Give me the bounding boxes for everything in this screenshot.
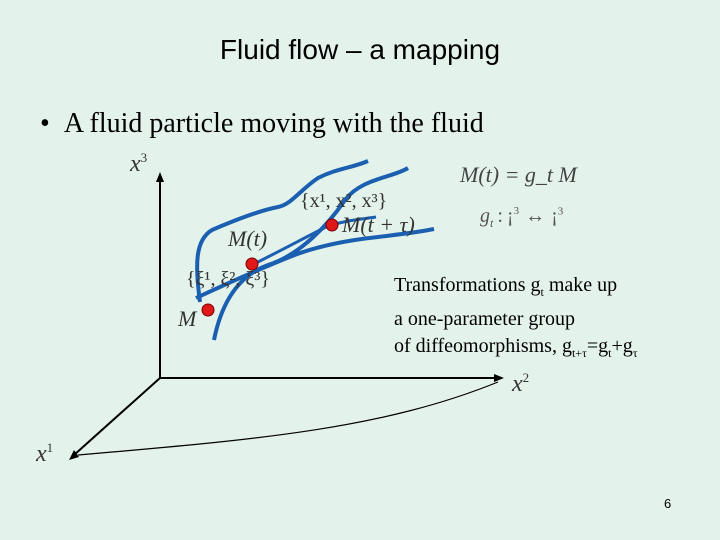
page-number: 6 [664, 496, 672, 511]
transformations-note: Transformations gt make up a one-paramet… [394, 272, 638, 367]
particle-Mttau [325, 218, 339, 232]
x3-arrowhead [156, 172, 164, 182]
x2-axis-label: x2 [512, 370, 530, 397]
note-line-2: a one-parameter group [394, 308, 576, 330]
bullet-text: A fluid particle moving with the fluid [63, 108, 484, 139]
particle-M [201, 303, 215, 317]
floor-curve [77, 381, 499, 456]
streamline-2 [195, 159, 369, 303]
label-x-coords: {x¹, x², x³} [300, 190, 388, 212]
x3-axis-label: x3 [130, 150, 148, 177]
streamline-3 [195, 227, 435, 300]
label-Mttau: M(t + τ) [342, 212, 415, 237]
label-xi-coords: {ξ¹, ξ², ξ³} [186, 268, 270, 290]
x1-axis [73, 377, 161, 456]
particle-Mt [245, 257, 259, 271]
x2-arrowhead [494, 374, 504, 382]
equation-mapping: M(t) = g_t M [460, 162, 577, 187]
label-M: M [178, 306, 197, 331]
note-line-1: Transformations gt make up [394, 274, 618, 299]
note-line-3: of diffeomorphisms, gt+τ=gt+gτ [394, 335, 638, 360]
x1-arrowhead [69, 450, 79, 460]
label-Mt: M(t) [228, 226, 268, 251]
x1-axis-label: x1 [36, 440, 54, 467]
bullet-item: • A fluid particle moving with the fluid [40, 108, 484, 140]
bullet-dot-icon: • [40, 108, 50, 139]
streamline-1 [212, 166, 410, 341]
equation-diffeomorphism: gt:¡3↔¡3 [480, 205, 564, 230]
slide-title: Fluid flow – a mapping [219, 34, 501, 65]
